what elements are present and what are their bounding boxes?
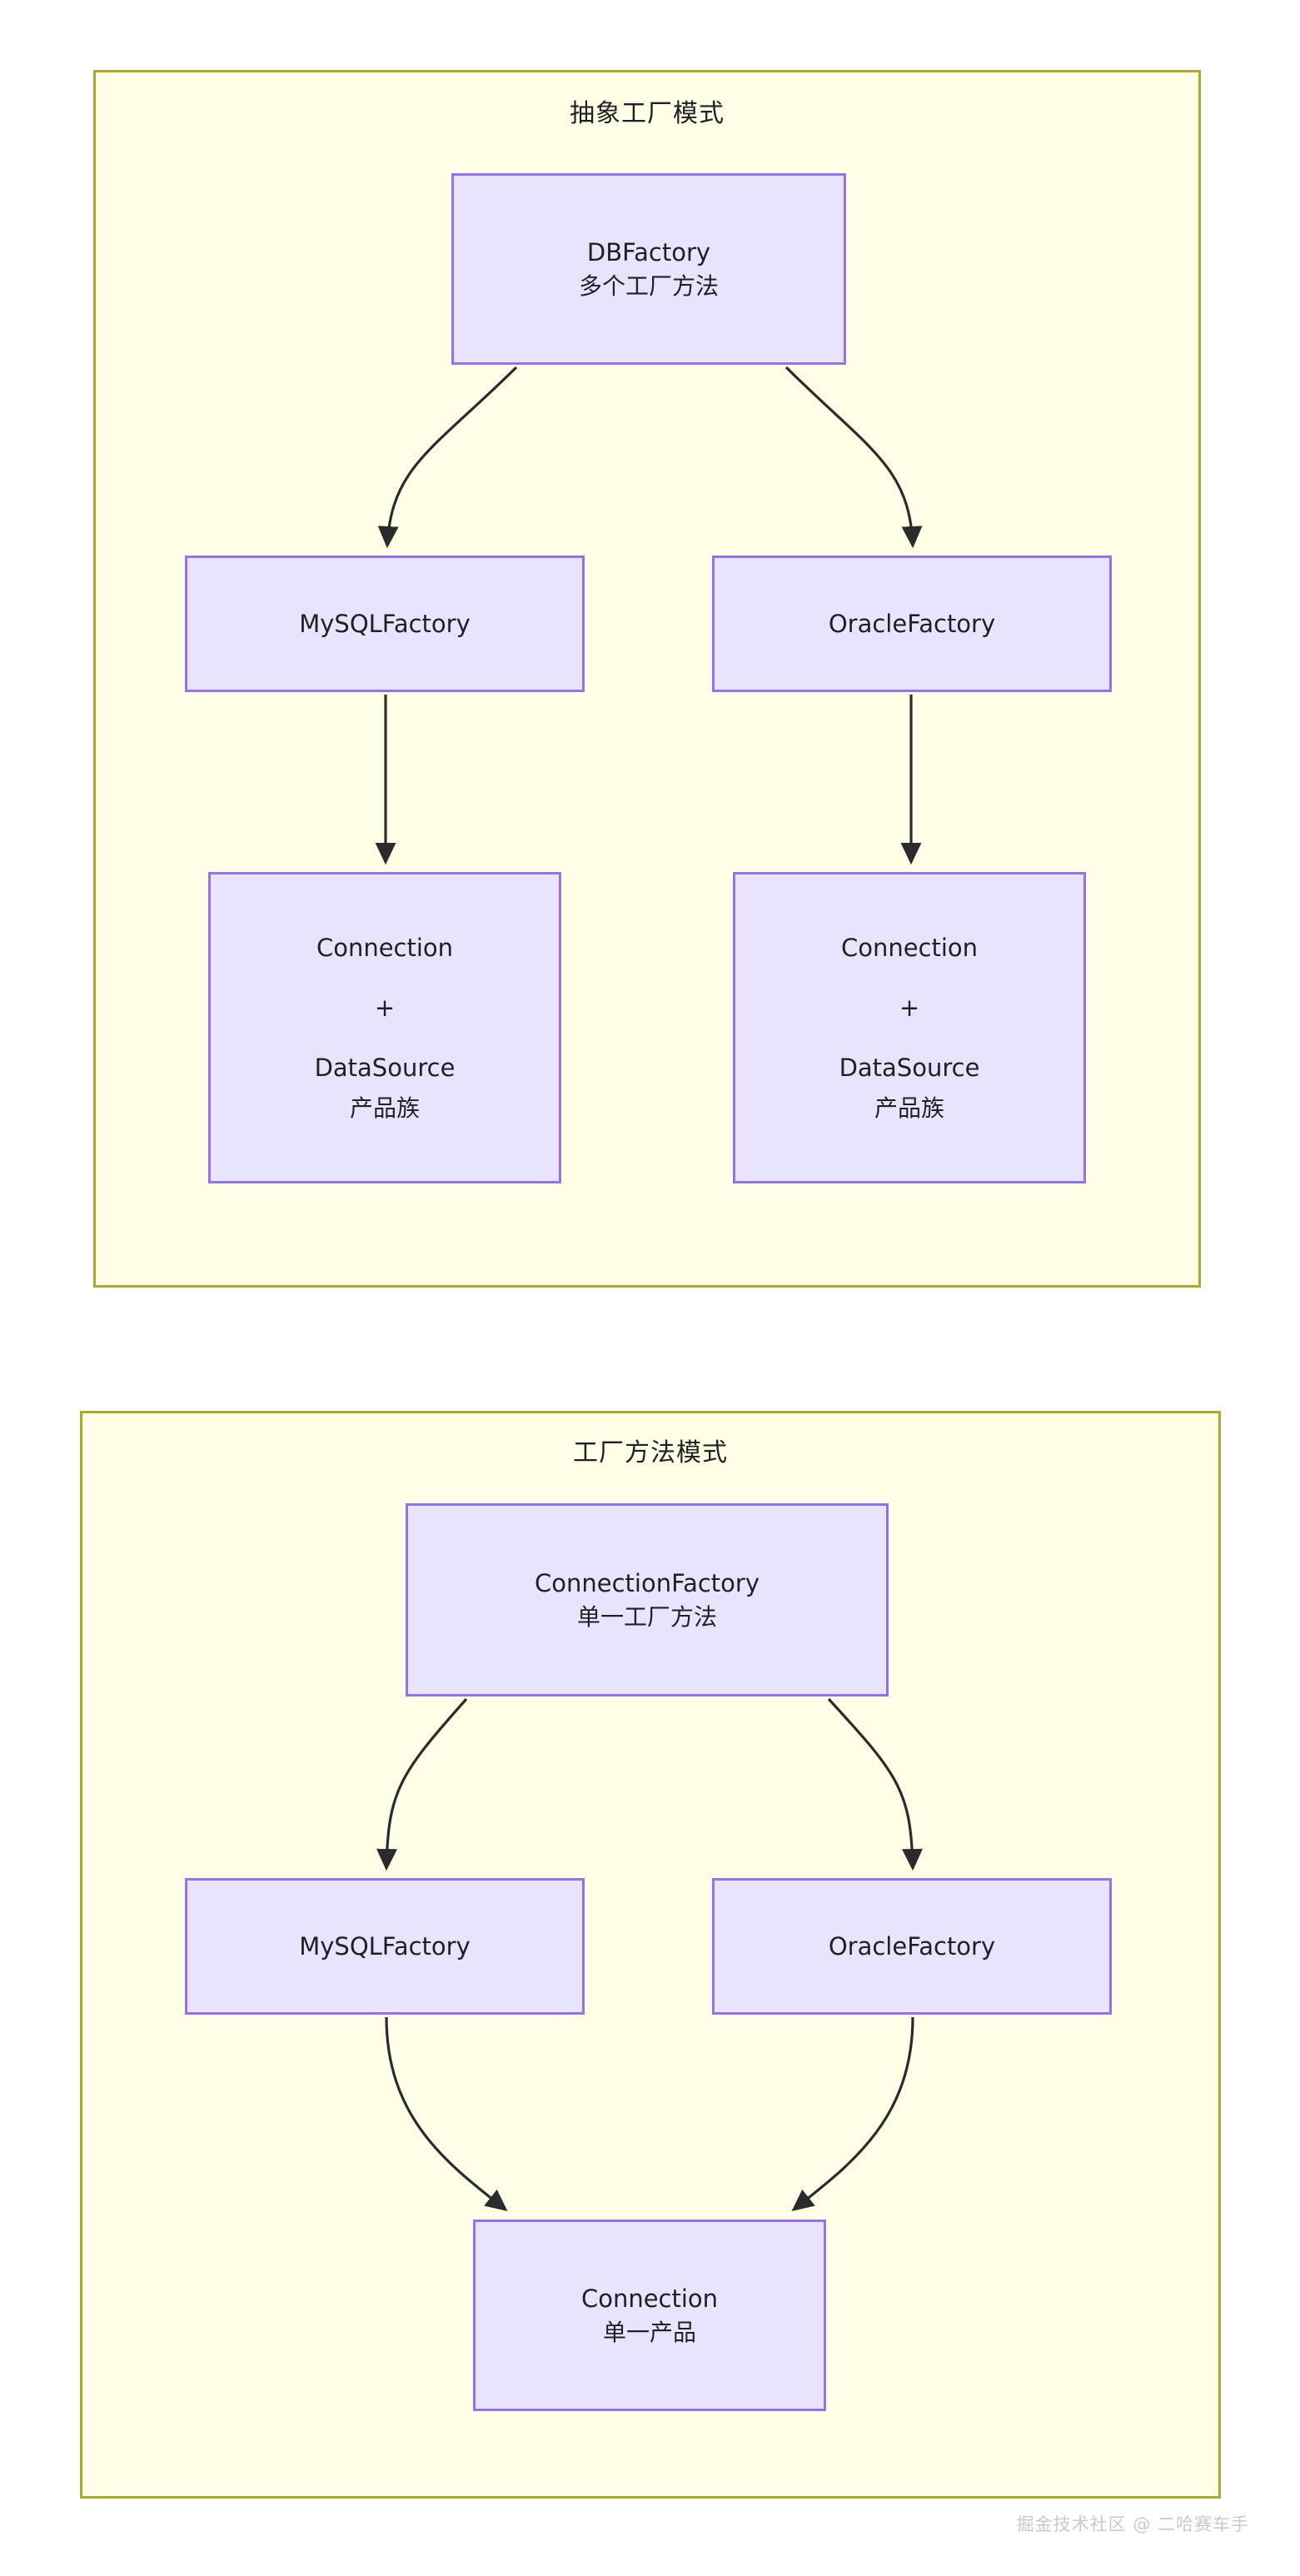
node-oraclefactory-abstract-label: OracleFactory <box>828 609 996 638</box>
node-product-family-oracle[interactable]: Connection + DataSource 产品族 <box>733 872 1086 1183</box>
node-dbfactory[interactable]: DBFactory 多个工厂方法 <box>451 173 846 365</box>
node-product-family-mysql-line3: DataSource <box>314 1053 456 1082</box>
panel-title-factory-method: 工厂方法模式 <box>573 1438 728 1467</box>
node-product-family-mysql-plus: + <box>374 993 396 1022</box>
node-connection-single[interactable]: Connection 单一产品 <box>473 2220 826 2411</box>
node-connectionfactory-title: ConnectionFactory <box>534 1568 760 1597</box>
node-product-family-mysql-line1: Connection <box>316 933 454 962</box>
node-product-family-mysql-line4: 产品族 <box>349 1094 420 1122</box>
node-mysqlfactory-method-label: MySQLFactory <box>299 1931 471 1961</box>
node-connectionfactory-subtitle: 单一工厂方法 <box>576 1602 717 1631</box>
node-connection-single-subtitle: 单一产品 <box>602 2318 696 2346</box>
node-dbfactory-subtitle: 多个工厂方法 <box>578 272 719 300</box>
node-product-family-mysql[interactable]: Connection + DataSource 产品族 <box>208 872 561 1183</box>
node-connectionfactory[interactable]: ConnectionFactory 单一工厂方法 <box>406 1503 889 1697</box>
panel-title-abstract-factory: 抽象工厂模式 <box>570 99 725 128</box>
node-connection-single-title: Connection <box>580 2284 719 2313</box>
watermark: 掘金技术社区 @ 二哈赛车手 <box>1016 2514 1249 2534</box>
node-dbfactory-title: DBFactory <box>586 237 711 267</box>
node-mysqlfactory-abstract[interactable]: MySQLFactory <box>185 556 585 692</box>
node-product-family-oracle-line1: Connection <box>840 933 979 962</box>
node-mysqlfactory-abstract-label: MySQLFactory <box>299 609 471 638</box>
node-oraclefactory-method[interactable]: OracleFactory <box>712 1878 1112 2015</box>
node-oraclefactory-method-label: OracleFactory <box>828 1931 996 1961</box>
node-product-family-oracle-plus: + <box>899 993 920 1022</box>
node-oraclefactory-abstract[interactable]: OracleFactory <box>712 556 1112 692</box>
node-mysqlfactory-method[interactable]: MySQLFactory <box>185 1878 585 2015</box>
node-product-family-oracle-line3: DataSource <box>839 1053 980 1082</box>
node-product-family-oracle-line4: 产品族 <box>874 1094 944 1122</box>
